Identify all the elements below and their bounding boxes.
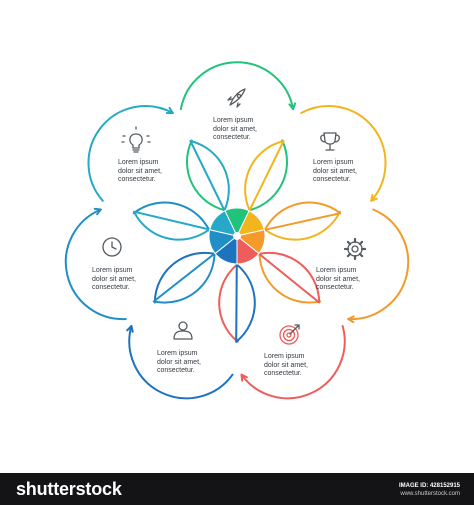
petal-line: consectetur. [264,370,302,378]
gear-icon [343,237,367,261]
cycle-arrow-user [128,325,234,400]
petal-text-rocket: Lorem ipsum dolor sit amet, consectetur. [213,117,291,143]
petal-line: consectetur. [118,176,156,184]
trophy-icon [320,132,340,151]
diagram-canvas [64,61,410,400]
petal-line: Lorem ipsum [118,159,159,166]
petal-text-trophy: Lorem ipsum dolor sit amet, consectetur. [313,159,391,185]
user-icon [173,321,193,340]
cycle-arrow-rocket [179,61,295,111]
petal-text-user: Lorem ipsum dolor sit amet, consectetur. [157,350,235,376]
petal-line: Lorem ipsum [157,350,198,357]
petal-text-gear: Lorem ipsum dolor sit amet, consectetur. [316,267,394,293]
petal-line: Lorem ipsum [313,159,354,166]
rocket-icon [227,88,246,108]
cycle-arrow-trophy [300,105,387,202]
cycle-arrow-target [240,325,346,400]
cycle-arrowhead-trophy [370,193,378,202]
image-id: IMAGE ID: 428152915 [398,483,460,489]
petal-line: Lorem ipsum [92,267,133,274]
petal-line: dolor sit amet, [316,275,360,283]
petal-text-bulb: Lorem ipsum dolor sit amet, consectetur. [118,159,196,185]
petal-line: Lorem ipsum [264,353,305,360]
lightbulb-icon [121,126,151,153]
petal-line: dolor sit amet, [313,167,357,175]
image-meta: IMAGE ID: 428152915 www.shutterstock.com [399,482,460,498]
petal-line: Lorem ipsum [213,117,254,124]
petal-line: Lorem ipsum [316,267,357,274]
petal-line: dolor sit amet, [213,125,257,133]
petal-line: consectetur. [92,284,130,292]
petal-line: dolor sit amet, [118,167,162,175]
hub-sector-bulb [209,210,238,237]
target-icon [279,324,300,345]
hub-center-dot [233,232,241,240]
brand-logo: shutterstock [16,479,122,499]
petal-line: consectetur. [316,284,354,292]
cycle-arrowhead-user [126,325,134,333]
site-url: www.shutterstock.com [400,491,460,497]
petal-text-target: Lorem ipsum dolor sit amet, consectetur. [264,353,342,379]
cycle-arrow-bulb [87,105,174,202]
cycle-arrowhead-clock [93,207,102,216]
cycle-arrowhead-gear [347,315,355,324]
petal-diagram: Lorem ipsum dolor sit amet, consectetur.… [64,61,410,400]
petal-line: consectetur. [313,176,351,184]
cycle-arrowhead-bulb [165,106,174,114]
petal-text-clock: Lorem ipsum dolor sit amet, consectetur. [92,267,170,293]
cycle-arrow-gear [347,208,410,321]
cycle-arrowhead-target [240,373,248,382]
petal-line: consectetur. [157,367,195,375]
clock-icon [102,237,122,257]
footer-bar: shutterstock IMAGE ID: 428152915 www.shu… [0,473,474,505]
petal-line: dolor sit amet, [264,361,308,369]
cycle-arrowhead-rocket [288,102,297,111]
cycle-arrow-clock [64,208,127,321]
petal-line: dolor sit amet, [157,358,201,366]
petal-line: dolor sit amet, [92,275,136,283]
petal-line: consectetur. [213,134,251,142]
